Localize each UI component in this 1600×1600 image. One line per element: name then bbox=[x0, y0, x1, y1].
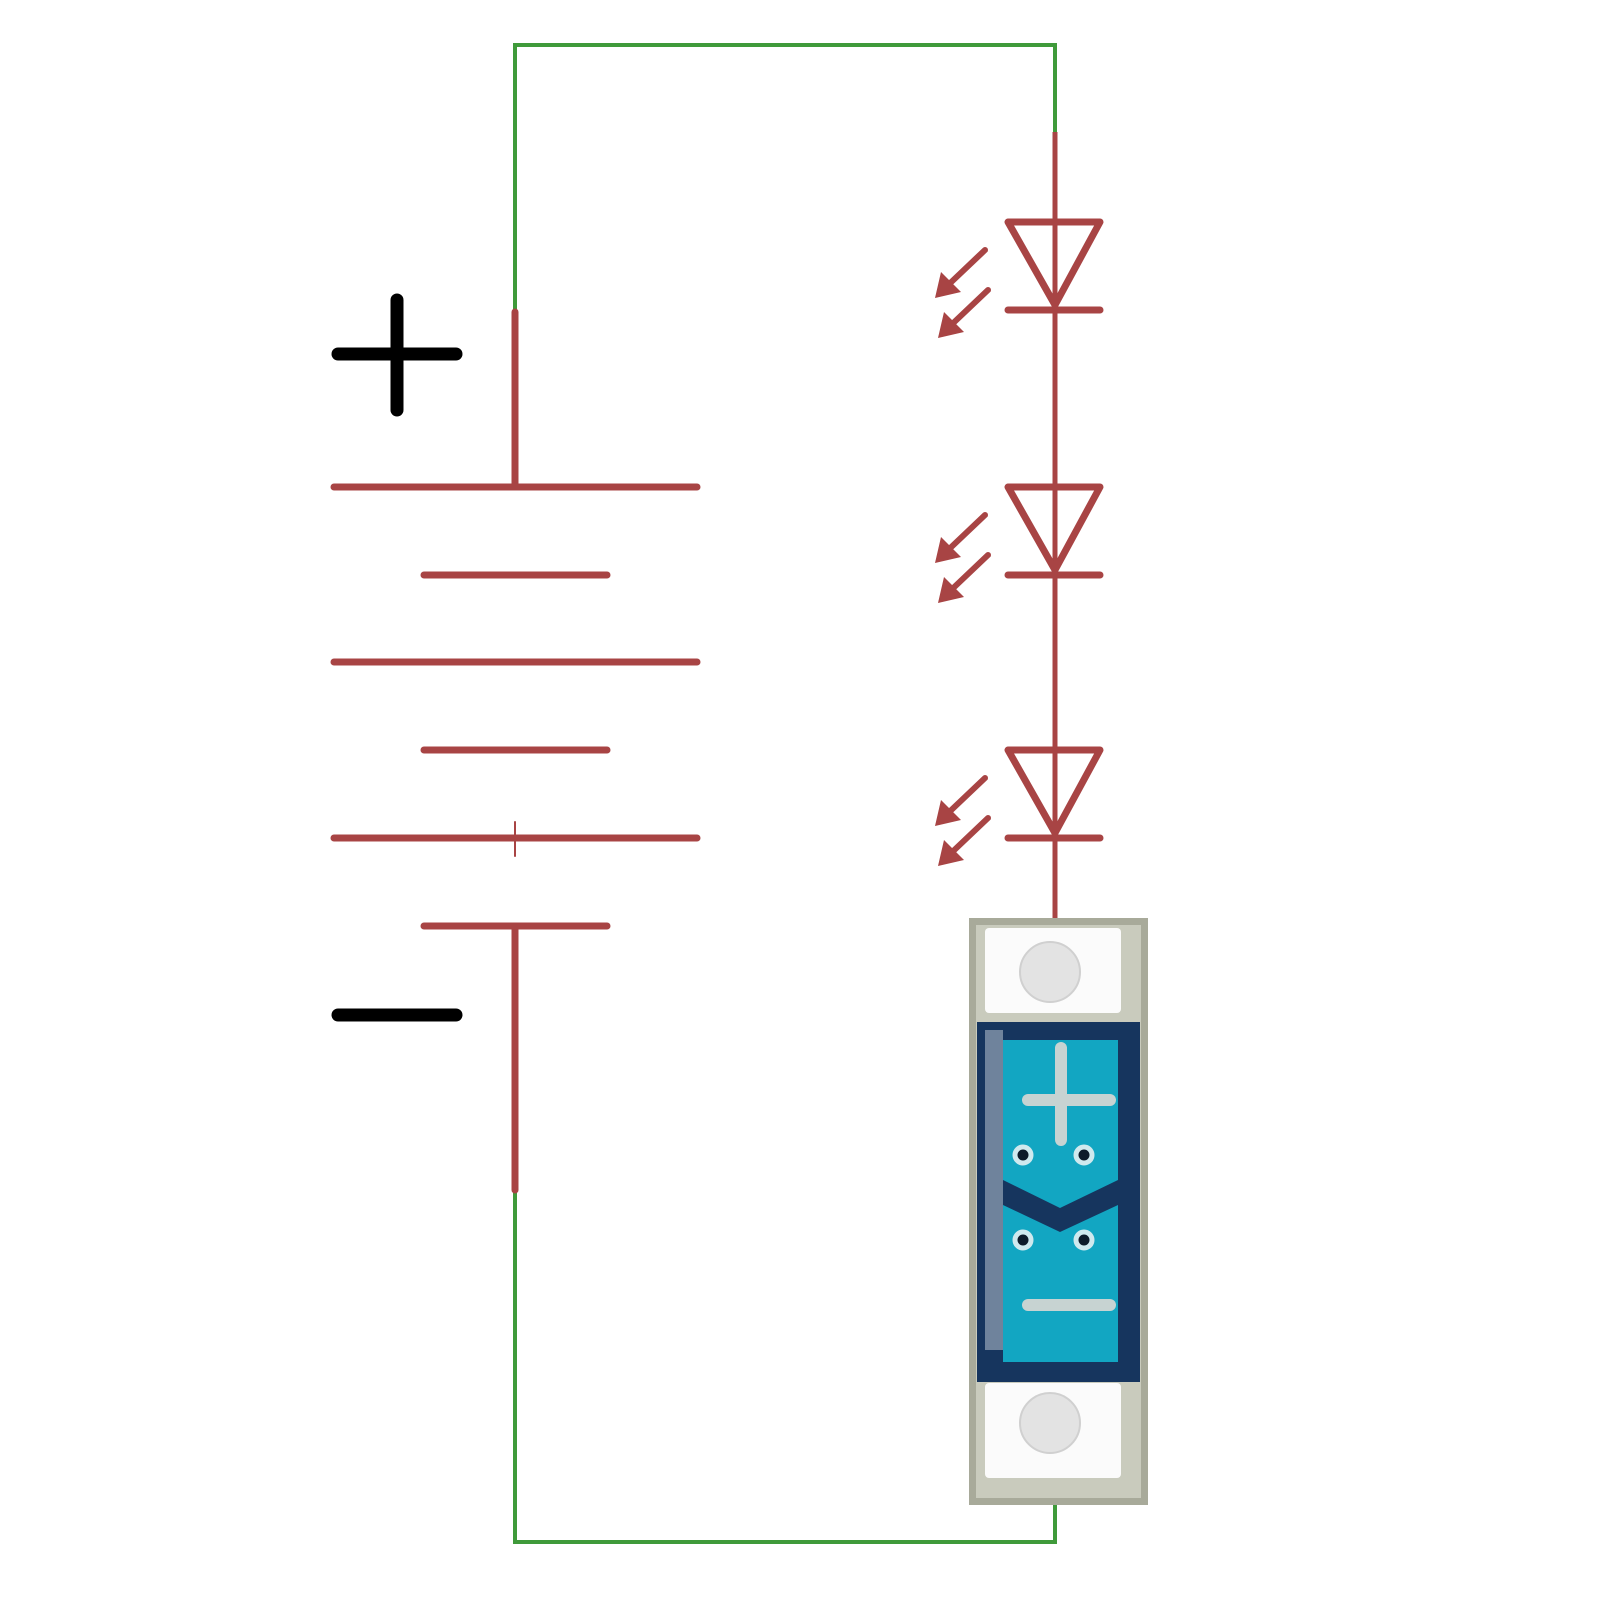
led-symbol bbox=[935, 483, 1104, 603]
mount-hole-top bbox=[1019, 941, 1081, 1003]
light-emission-arrow-icon bbox=[938, 815, 991, 866]
led-anode-triangle bbox=[1004, 746, 1104, 837]
battery-symbol bbox=[330, 308, 701, 1194]
silkscreen-plus-icon bbox=[1022, 1042, 1116, 1146]
pcb-vias bbox=[1012, 1144, 1095, 1251]
pcb-module bbox=[969, 918, 1148, 1505]
light-emission-arrow-icon bbox=[935, 247, 988, 298]
led-symbol bbox=[935, 746, 1104, 866]
light-emission-arrow-icon bbox=[938, 552, 991, 603]
led-symbol bbox=[935, 218, 1104, 338]
light-emission-arrow-icon bbox=[935, 512, 988, 563]
light-emission-arrow-icon bbox=[938, 287, 991, 338]
mount-hole-bottom bbox=[1019, 1392, 1081, 1454]
led-anode-triangle bbox=[1004, 483, 1104, 574]
led-anode-triangle bbox=[1004, 218, 1104, 309]
wire-top bbox=[513, 43, 1057, 312]
plus-sign-icon bbox=[331, 293, 463, 417]
wire-bottom bbox=[513, 1190, 1057, 1544]
light-emission-arrow-icon bbox=[935, 775, 988, 826]
